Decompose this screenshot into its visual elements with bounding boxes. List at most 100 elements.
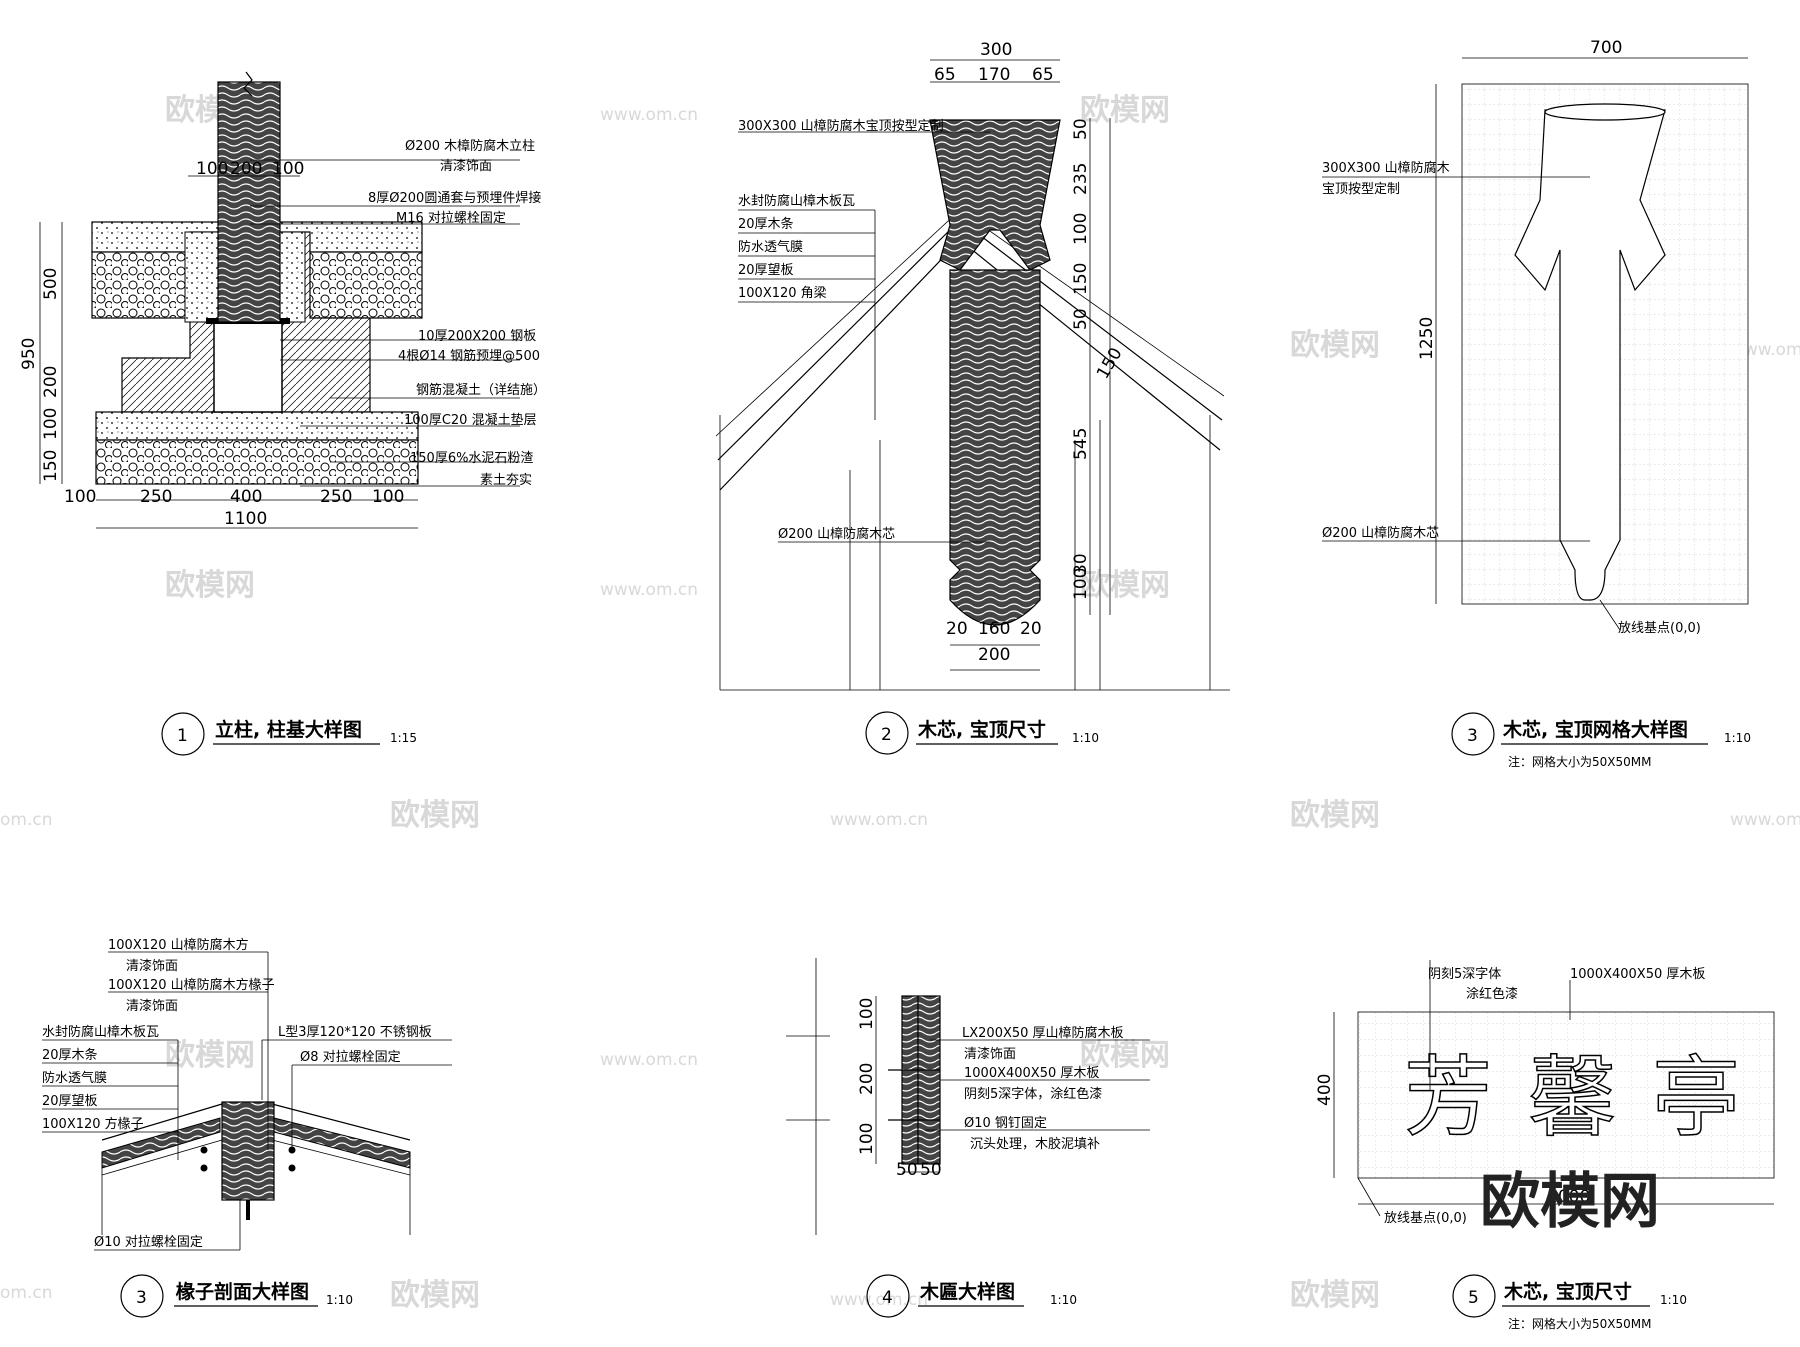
detail-title: 立柱, 柱基大样图 (215, 718, 362, 741)
label-text: 20厚望板 (738, 262, 794, 278)
backing-board (901, 995, 919, 1165)
detail-number-circle (120, 1274, 164, 1318)
watermark-url-short: om.cn (0, 1283, 53, 1303)
watermark-brand: 欧模网 (165, 568, 255, 603)
dim-text: 250 (140, 487, 172, 507)
dim-text: 30 (1071, 553, 1091, 575)
finial-outline (1514, 109, 1666, 601)
detail-3-finial-grid: 700 1250 300X300 山樟防腐木 宝顶按型定制 Ø200 山樟防腐木… (1322, 38, 1751, 769)
dim-text: 50 (896, 1160, 918, 1180)
detail-title: 木芯, 宝顶尺寸 (917, 718, 1046, 741)
dim-text: 700 (1590, 38, 1622, 58)
label-text: 100X120 角梁 (738, 286, 827, 301)
label-text: 涂红色漆 (1466, 986, 1518, 1002)
dim-text: 170 (978, 65, 1010, 85)
label-text: 清漆饰面 (126, 998, 178, 1014)
detail-scale: 1:10 (1050, 1293, 1077, 1307)
dim-text: 50 (920, 1160, 942, 1180)
watermark-brand: 欧模网 (1080, 1038, 1170, 1073)
watermark-url: www.om.cn (1730, 810, 1800, 830)
watermark-url: www.om.cn (600, 105, 698, 125)
label-text: 清漆饰面 (440, 158, 492, 174)
label-text: 水封防腐山樟木板瓦 (42, 1024, 159, 1040)
finial (929, 119, 1061, 271)
dim-text: 160 (978, 619, 1010, 639)
plaque-text: 芳馨亭 (1404, 1046, 1776, 1149)
dim-text: 50 (1071, 118, 1091, 140)
watermark-brand: 欧模网 (1290, 1278, 1380, 1313)
label-text: 300X300 山樟防腐木 (1322, 160, 1450, 176)
label-text: 素土夯实 (480, 473, 532, 488)
dim-text: 950 (19, 338, 39, 370)
watermark-brand: 欧模网 (1290, 798, 1380, 833)
watermark-brand: 欧模网 (1080, 568, 1170, 603)
dim-text: 1100 (224, 509, 267, 529)
detail-scale: 1:10 (1660, 1293, 1687, 1307)
dim-text: 100 (272, 159, 304, 179)
watermark-brand: 欧模网 (1290, 328, 1380, 363)
detail-5-plaque-elevation: 芳馨亭 400 1000 阴刻5深字体 涂红色漆 1000X400X50 厚木板… (1315, 960, 1776, 1331)
label-text: 清漆饰面 (126, 958, 178, 974)
label-text: 防水透气膜 (42, 1070, 107, 1086)
dim-text: 150 (41, 450, 61, 482)
dim-text: 545 (1071, 428, 1091, 460)
detail-4-plaque-section: 100 200 100 50 50 LX200X50 厚山樟防腐木板 清漆饰面 … (786, 958, 1150, 1318)
dim-text: 65 (1032, 65, 1054, 85)
detail-number: 4 (882, 1288, 893, 1308)
label-text: Ø200 山樟防腐木芯 (778, 526, 895, 542)
label-text: Ø10 对拉螺栓固定 (94, 1235, 203, 1250)
label-text: Ø8 对拉螺栓固定 (300, 1050, 401, 1065)
dim-text: 200 (230, 159, 262, 179)
label-text: 沉头处理，木胶泥填补 (970, 1136, 1100, 1152)
watermark-url: www.om.cn (830, 1290, 928, 1310)
plaque-grid (1357, 1011, 1775, 1179)
label-text: M16 对拉螺栓固定 (396, 211, 506, 226)
label-text: 150厚6%水泥石粉渣 (410, 451, 533, 466)
dim-text: 100 (857, 1123, 877, 1155)
detail-2-finial-dimensions: 300 65 170 65 50 235 100 150 50 545 100 … (715, 40, 1230, 755)
dim-text: 100 (372, 487, 404, 507)
watermark-url: www.om.cn (600, 580, 698, 600)
detail-note: 注：网格大小为50X50MM (1508, 1316, 1651, 1331)
dim-text: 20 (1020, 619, 1042, 639)
dim-text: 1000 (1547, 1187, 1590, 1207)
label-text: Ø200 山樟防腐木芯 (1322, 525, 1439, 541)
detail-number: 3 (136, 1288, 147, 1308)
watermark-layer: 欧模网 欧模网 欧模网 欧模网 欧模网 欧模网 欧模网 欧模网 欧模网 欧模网 … (0, 93, 1800, 1313)
label-text: 放线基点(0,0) (1384, 1211, 1467, 1226)
label-text: L型3厚120*120 不锈钢板 (278, 1025, 432, 1040)
detail-3-rafter-section: 100X120 山樟防腐木方 清漆饰面 100X120 山樟防腐木方椽子 清漆饰… (42, 937, 452, 1318)
label-text: LX200X50 厚山樟防腐木板 (962, 1025, 1124, 1041)
detail-number-circle (1452, 1274, 1496, 1318)
label-text: Ø10 钢钉固定 (964, 1116, 1047, 1131)
break-mark (243, 71, 253, 97)
label-text: Ø200 木樟防腐木立柱 (405, 138, 535, 154)
label-text: 4根Ø14 钢筋预埋@500 (398, 348, 540, 364)
dim-text: 1250 (1417, 317, 1437, 360)
detail-number-circle (1451, 712, 1495, 756)
label-text: 20厚望板 (42, 1093, 98, 1109)
dim-text: 100 (1071, 213, 1091, 245)
dim-text: 20 (946, 619, 968, 639)
dim-text: 100 (196, 159, 228, 179)
label-text: 钢筋混凝土（详结施） (416, 382, 546, 398)
label-text: 8厚Ø200圆通套与预埋件焊接 (368, 190, 541, 206)
watermark-brand-large: 欧模网 (1480, 1167, 1660, 1237)
dim-text: 100 (41, 408, 61, 440)
detail-title: 椽子剖面大样图 (175, 1280, 309, 1303)
watermark-brand: 欧模网 (165, 1038, 255, 1073)
detail-title: 木芯, 宝顶网格大样图 (1502, 718, 1688, 741)
dim-text: 235 (1071, 163, 1091, 195)
watermark-url-short: om.cn (0, 810, 53, 830)
detail-number-circle (866, 1274, 910, 1318)
detail-number: 2 (881, 725, 892, 745)
detail-scale: 1:10 (1072, 731, 1099, 745)
dim-text: 65 (934, 65, 956, 85)
label-text: 清漆饰面 (964, 1046, 1016, 1062)
dim-text: 400 (1315, 1074, 1335, 1106)
label-text: 阴刻5深字体，涂红色漆 (964, 1086, 1102, 1102)
label-text: 1000X400X50 厚木板 (964, 1066, 1099, 1081)
label-text: 300X300 山樟防腐木宝顶按型定制 (738, 118, 944, 134)
dim-text: 50 (1071, 308, 1091, 330)
label-text: 20厚木条 (738, 216, 794, 232)
